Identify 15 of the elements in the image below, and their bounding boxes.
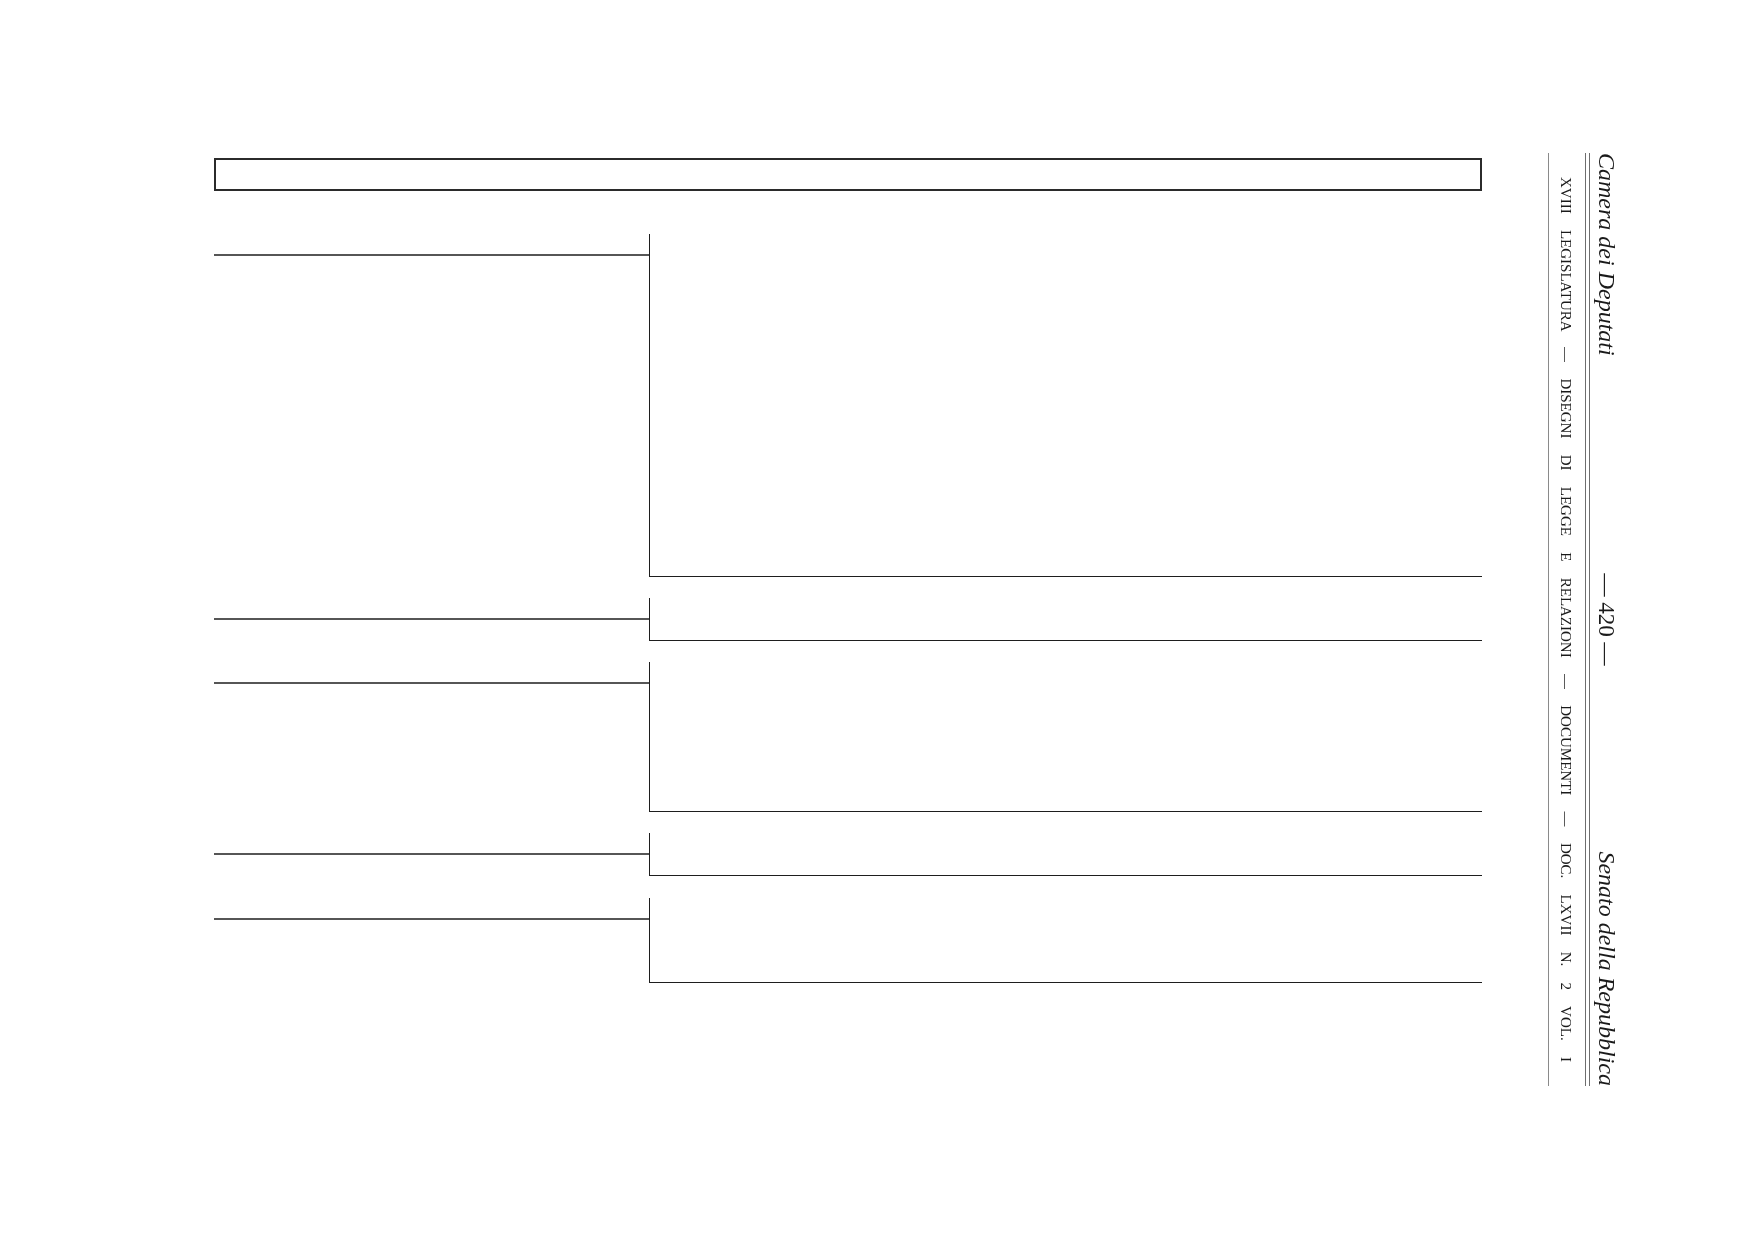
header-title: Senato della Repubblica (1593, 851, 1621, 1086)
bracket-frame (649, 598, 1482, 641)
connector-line (213, 682, 650, 684)
header-title: Camera dei Deputati (1593, 153, 1621, 356)
page-number: — 420 — (1593, 573, 1620, 666)
bracket-frame (649, 662, 1482, 812)
bracket-frame (649, 898, 1482, 983)
connector-line (213, 618, 650, 620)
connector-line (213, 853, 650, 855)
connector-line (213, 254, 650, 256)
connector-line (213, 918, 650, 920)
header-subtitle: XVIII LEGISLATURA — DISEGNI DI LEGGE E RELAZIONI — DOCUMENTI — DOC. LXVII N. 2 VOL. I (1557, 177, 1575, 1062)
bracket-frame (649, 833, 1482, 876)
bracket-frame (649, 234, 1482, 577)
empty-box (214, 158, 1482, 191)
